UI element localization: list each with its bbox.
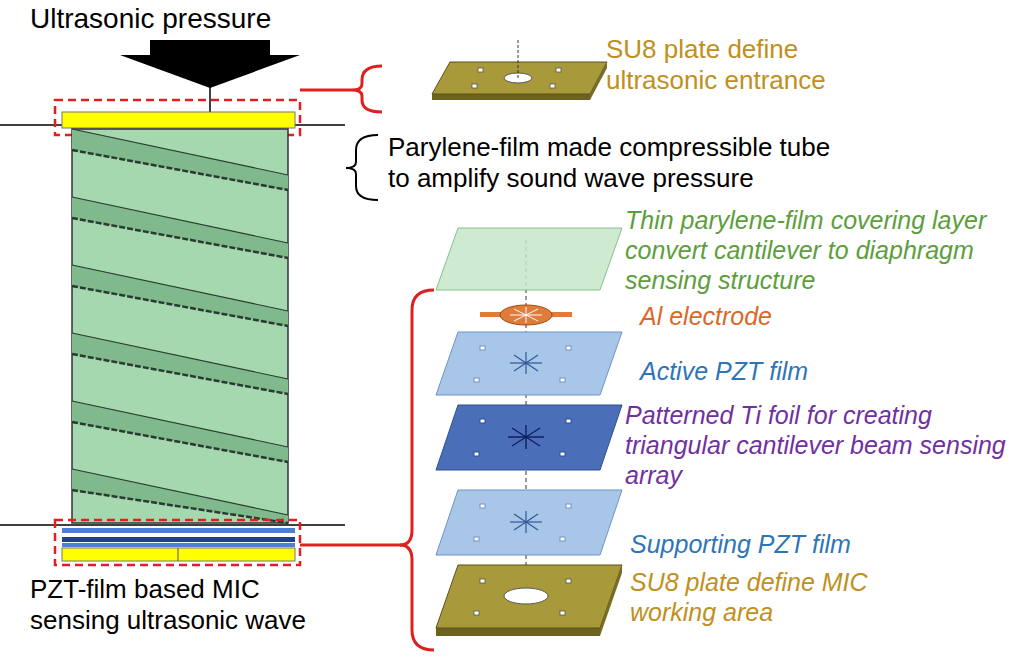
label-text: Thin parylene-film covering layer conver…: [625, 205, 1020, 295]
al-electrode: [480, 305, 572, 325]
arrow-stem: [209, 86, 211, 112]
bracket: [352, 66, 382, 112]
parylene-cover-layer: [436, 228, 622, 290]
su8-plate: [62, 112, 295, 128]
leader-line: [300, 89, 352, 92]
bracket: [346, 135, 378, 200]
bracket: [400, 290, 434, 650]
label-text: Parylene-film made compressible tube to …: [388, 132, 858, 194]
label-text: Patterned Ti foil for creating triangula…: [625, 400, 1020, 490]
label-text: SU8 plate define ultrasonic entrance: [606, 34, 886, 96]
supporting-pzt-plate: [436, 490, 622, 555]
label-text: Supporting PZT film: [630, 529, 990, 559]
mic-stack: [62, 528, 295, 561]
su8-entrance-plate: [432, 40, 607, 100]
label-text: Ultrasonic pressure: [30, 2, 350, 36]
su8-mic-plate: [436, 565, 622, 636]
leader-line: [300, 544, 402, 547]
label-text: SU8 plate define MIC working area: [630, 567, 960, 627]
active-pzt-plate: [436, 332, 622, 395]
label-text: Active PZT film: [640, 356, 940, 386]
label-text: Al electrode: [640, 301, 940, 331]
parylene-tube: [72, 129, 288, 523]
dashed-box: [55, 520, 300, 565]
label-text: PZT-film based MIC sensing ultrasonic wa…: [30, 574, 350, 636]
pressure-arrow: [120, 40, 300, 88]
ti-foil-plate: [436, 405, 622, 470]
boundary-line: [0, 524, 345, 526]
